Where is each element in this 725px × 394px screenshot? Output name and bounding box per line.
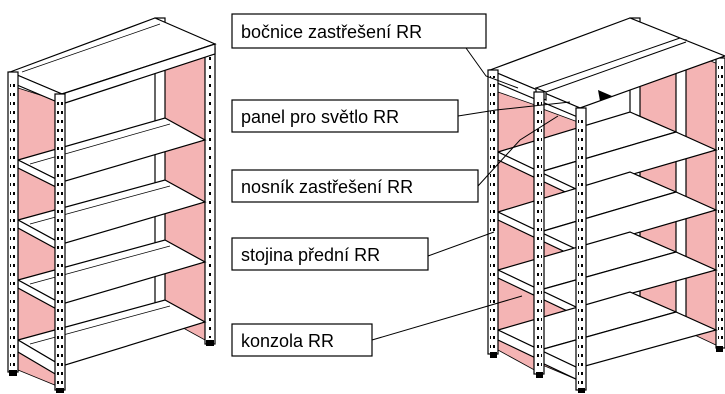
- callout-nosnik: nosník zastřešení RR: [231, 169, 479, 203]
- roof-arrow-icon: [598, 90, 612, 101]
- callout-konzola: konzola RR: [231, 323, 373, 357]
- leader-lines: [371, 47, 571, 341]
- label-bocnice: bočnice zastřešení RR: [241, 22, 422, 42]
- right-shelf-unit: [487, 17, 725, 393]
- label-nosnik: nosník zastřešení RR: [241, 177, 413, 197]
- label-konzola: konzola RR: [241, 331, 334, 351]
- left-rear-holes: [207, 52, 213, 338]
- callout-panel: panel pro světlo RR: [231, 99, 459, 133]
- label-panel: panel pro světlo RR: [241, 107, 399, 127]
- left-shelf-unit: [7, 17, 217, 393]
- callout-bocnice: bočnice zastřešení RR: [231, 13, 487, 49]
- callout-stojina: stojina přední RR: [231, 237, 429, 271]
- label-stojina: stojina přední RR: [241, 245, 380, 265]
- right-rear-upright-2: [675, 39, 687, 335]
